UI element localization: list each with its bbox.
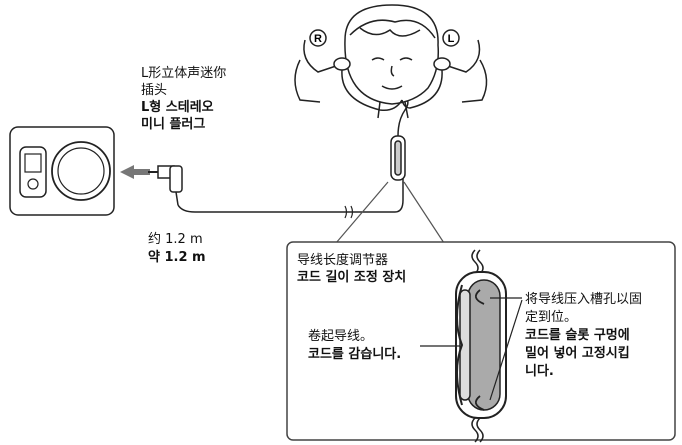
cable xyxy=(177,94,409,219)
plug-label-zh-2: 插头 xyxy=(141,83,168,98)
player-device xyxy=(9,126,115,216)
length-label-ko: 약 1.2 m xyxy=(148,250,206,265)
l-plug-icon xyxy=(148,165,183,206)
fix-label-ko-1: 코드를 슬롯 구멍에 xyxy=(525,328,630,343)
ear-marker-right: R xyxy=(309,29,327,47)
svg-text:L: L xyxy=(448,33,455,45)
enlarged-adjuster xyxy=(455,249,507,443)
pointer-lines xyxy=(420,297,523,401)
plug-label-zh-1: L形立体声迷你 xyxy=(141,66,227,81)
fix-label-ko-2: 밀어 넣어 고정시킵 xyxy=(525,346,630,361)
ear-marker-left: L xyxy=(442,29,460,47)
fix-label-zh-1: 将导线压入槽孔以固 xyxy=(525,292,643,307)
svg-text:R: R xyxy=(314,33,322,45)
insert-arrow-icon xyxy=(120,165,150,179)
plug-label-ko-1: L형 스테레오 xyxy=(141,100,214,115)
adjuster-label-zh: 导线长度调节器 xyxy=(297,253,389,268)
fix-label-ko-3: 니다. xyxy=(525,364,554,379)
callout-connector xyxy=(335,181,445,244)
wind-label-zh: 卷起导线。 xyxy=(308,329,374,344)
length-label-zh: 约 1.2 m xyxy=(148,232,203,247)
wind-label-ko: 코드를 감습니다. xyxy=(308,347,402,362)
headphone-wearer xyxy=(294,4,488,119)
fix-label-zh-2: 定到位。 xyxy=(525,310,578,325)
adjuster-label-ko: 코드 길이 조정 장치 xyxy=(297,270,407,285)
plug-label-ko-2: 미니 플러그 xyxy=(141,117,206,132)
